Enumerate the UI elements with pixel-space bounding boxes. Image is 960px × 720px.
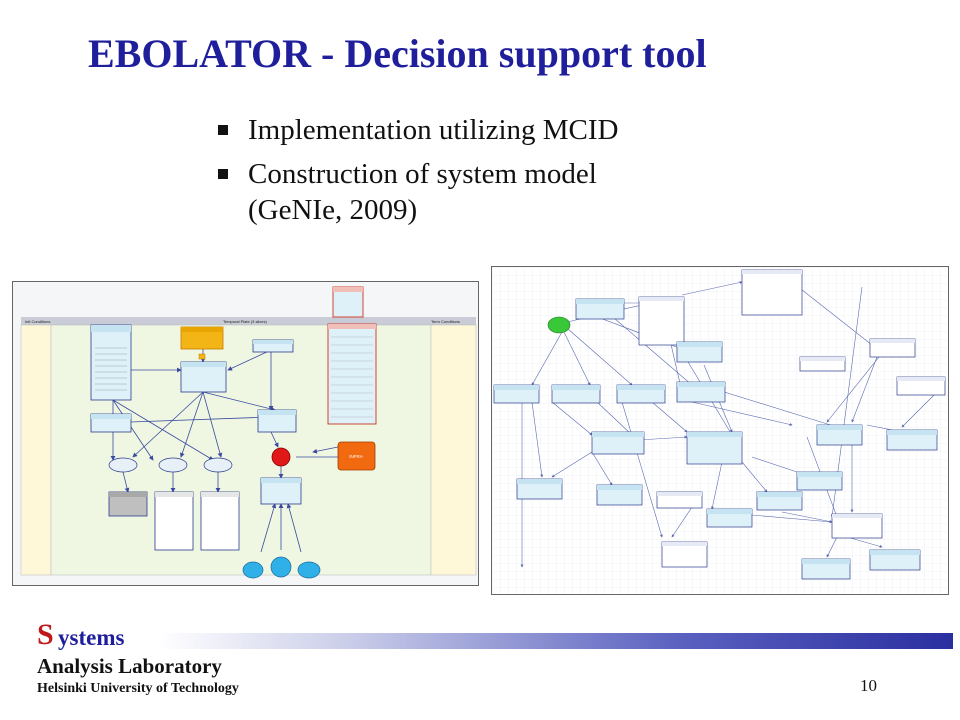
term-conditions-area (430, 324, 477, 576)
infra-label: INFRA (349, 454, 363, 459)
node-powerplant-1 (575, 298, 625, 320)
edges (520, 281, 938, 568)
node-red-target (332, 286, 364, 318)
node-radar-station-2 (596, 484, 643, 506)
node-blosses-tot (200, 491, 240, 551)
node-radar-station-1 (516, 478, 563, 500)
chance-node-start-a (242, 561, 264, 579)
node-fuel-storage (676, 341, 723, 363)
bullet-square-icon (218, 125, 228, 135)
node-command-center (686, 431, 743, 465)
node-natural-gas-pipeline (801, 558, 851, 580)
node-aa-1 (706, 508, 753, 528)
node-red-tactic (252, 339, 294, 353)
node-airbase (638, 296, 685, 346)
bullet-list: Implementation utilizing MCID Constructi… (216, 112, 619, 236)
node-civilian-leadership (886, 429, 938, 451)
node-aa-3 (796, 471, 843, 491)
slide-title: EBOLATOR - Decision support tool (88, 31, 707, 76)
temporal-model-diagram: Init Conditions Temporal Plate (3 slices… (13, 282, 478, 585)
node-powerplant-2 (869, 549, 921, 571)
chance-node-losses-b (158, 457, 188, 473)
node-blue-losses-tot (108, 491, 148, 517)
node-water-supply (869, 338, 916, 358)
page-number: 10 (860, 676, 877, 695)
node-infra: INFRA (337, 441, 376, 471)
node-water-tower (816, 424, 863, 446)
node-communication-system (591, 431, 645, 455)
utility-node (271, 447, 291, 467)
node-blue-tactic (90, 413, 132, 433)
node-air-traffic-control (551, 384, 601, 404)
temporal-plate-label: Temporal Plate (3 slices) (223, 319, 267, 324)
node-rlosses-tot (154, 491, 194, 551)
bullet-text: Implementation utilizing MCID (248, 114, 619, 146)
node-electrical-substation-2 (676, 381, 726, 403)
bullet-item: Implementation utilizing MCID (216, 112, 619, 148)
node-air-defense-system (831, 513, 883, 539)
node-attack-position (180, 361, 227, 393)
plate-header-bar (21, 317, 476, 325)
init-conditions-area (20, 324, 52, 576)
node-power-grid (741, 269, 803, 316)
node-surveillance-system (799, 356, 846, 372)
logo-letter-s: S (37, 618, 54, 651)
chance-node-start-b (270, 556, 292, 578)
term-conditions-label: Term Conditions (431, 319, 460, 324)
decision-link-node (198, 353, 206, 360)
chance-node-losses-c (203, 457, 233, 473)
bullet-text-continued: (GeNIe, 2009) (248, 194, 418, 226)
node-command-system (661, 541, 708, 568)
node-red-endpoint (327, 323, 377, 425)
logo-word-systems: ystems (58, 625, 125, 650)
university-name: Helsinki University of Technology (37, 681, 239, 696)
node-red-moves (180, 326, 224, 350)
node-lz-reached (257, 409, 297, 433)
node-p-success (260, 477, 302, 505)
bullet-item: Construction of system model (GeNIe, 200… (216, 156, 619, 228)
node-blue-position (90, 324, 132, 401)
green-start-node (547, 316, 571, 334)
chance-node-losses-a (108, 457, 138, 473)
node-aa-2 (756, 491, 803, 511)
node-electrical-substation-1 (616, 384, 666, 404)
node-government-function (896, 376, 946, 396)
init-conditions-label: Init Conditions (25, 319, 50, 324)
footer-gradient-bar (158, 633, 953, 649)
node-communications-site (656, 491, 703, 509)
bullet-square-icon (218, 169, 228, 179)
temporal-model-screenshot: Init Conditions Temporal Plate (3 slices… (12, 281, 479, 586)
node-runway (493, 384, 540, 404)
bullet-text: Construction of system model (248, 158, 597, 190)
system-model-screenshot (491, 266, 949, 595)
system-model-diagram (492, 267, 948, 594)
lab-name: Analysis Laboratory (37, 654, 222, 678)
nodes (493, 269, 946, 580)
chance-node-start-c (297, 561, 321, 579)
